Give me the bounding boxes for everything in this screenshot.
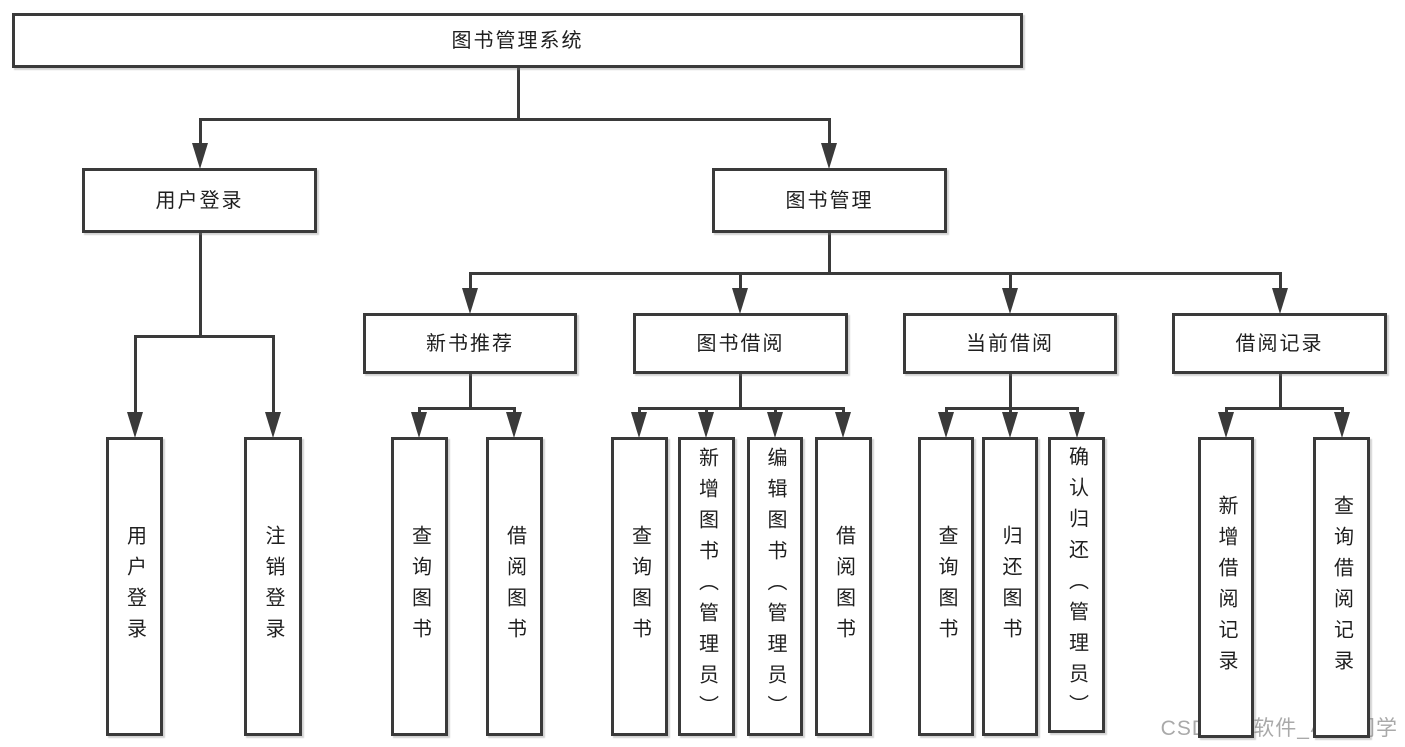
node-label-leaf-add-book: 新增图书（管理员）: [695, 447, 718, 726]
connector-line: [133, 335, 137, 419]
node-leaf-edit-book: 编辑图书（管理员）: [747, 437, 803, 736]
connector-line: [468, 272, 472, 295]
node-label-leaf-borrow-book-1: 借阅图书: [503, 524, 526, 649]
node-label-leaf-logout: 注销登录: [262, 524, 284, 649]
connector-line: [468, 374, 472, 410]
node-label-new-book-recommend: 新书推荐: [426, 332, 514, 355]
node-label-leaf-query-record: 查询借阅记录: [1330, 494, 1353, 681]
node-leaf-query-book-2: 查询图书: [611, 437, 668, 736]
arrow-down-icon: [1002, 288, 1018, 314]
arrow-down-icon: [732, 288, 748, 314]
node-label-user-login: 用户登录: [155, 189, 244, 212]
arrow-down-icon: [265, 412, 281, 438]
arrow-down-icon: [411, 412, 427, 438]
connector-line: [944, 407, 1079, 410]
node-leaf-borrow-book-2: 借阅图书: [815, 437, 872, 736]
connector-line: [1278, 272, 1282, 295]
node-label-leaf-query-book-3: 查询图书: [935, 524, 957, 649]
arrow-down-icon: [1002, 412, 1018, 438]
connector-line: [827, 233, 831, 275]
node-leaf-return-book: 归还图书: [982, 437, 1038, 736]
arrow-down-icon: [631, 412, 647, 438]
node-label-leaf-edit-book: 编辑图书（管理员）: [764, 447, 786, 726]
node-leaf-add-book: 新增图书（管理员）: [678, 437, 735, 736]
connector-line: [271, 335, 275, 419]
node-label-root: 图书管理系统: [451, 29, 584, 52]
connector-line: [516, 68, 520, 121]
connector-line: [1224, 407, 1344, 410]
node-label-book-mgmt: 图书管理: [785, 189, 874, 212]
node-leaf-query-book-3: 查询图书: [918, 437, 974, 736]
node-label-book-borrow: 图书借阅: [696, 332, 785, 355]
connector-line: [738, 272, 742, 295]
node-leaf-query-record: 查询借阅记录: [1313, 437, 1370, 738]
node-book-mgmt: 图书管理: [712, 168, 947, 233]
node-leaf-confirm-return: 确认归还（管理员）: [1048, 437, 1105, 733]
arrow-down-icon: [127, 412, 143, 438]
arrow-down-icon: [835, 412, 851, 438]
connector-line: [133, 335, 275, 338]
node-label-leaf-query-book-1: 查询图书: [408, 524, 431, 649]
connector-line: [198, 233, 202, 338]
node-label-leaf-add-record: 新增借阅记录: [1215, 494, 1237, 681]
arrow-down-icon: [1334, 412, 1350, 438]
connector-line: [417, 407, 516, 410]
arrow-down-icon: [767, 412, 783, 438]
node-leaf-logout: 注销登录: [244, 437, 302, 736]
node-label-leaf-borrow-book-2: 借阅图书: [832, 524, 855, 649]
node-label-leaf-user-login: 用户登录: [123, 524, 146, 649]
arrow-down-icon: [1069, 412, 1085, 438]
connector-line: [198, 118, 202, 150]
connector-line: [1008, 272, 1012, 295]
connector-line: [1278, 374, 1282, 410]
node-leaf-add-record: 新增借阅记录: [1198, 437, 1254, 738]
node-label-borrow-records: 借阅记录: [1235, 332, 1324, 355]
node-leaf-query-book-1: 查询图书: [391, 437, 448, 736]
arrow-down-icon: [1218, 412, 1234, 438]
node-leaf-borrow-book-1: 借阅图书: [486, 437, 543, 736]
node-label-leaf-confirm-return: 确认归还（管理员）: [1065, 445, 1088, 725]
arrow-down-icon: [698, 412, 714, 438]
node-user-login: 用户登录: [82, 168, 317, 233]
connector-line: [637, 407, 845, 410]
arrow-down-icon: [938, 412, 954, 438]
connector-line: [827, 118, 831, 150]
arrow-down-icon: [506, 412, 522, 438]
node-current-borrow: 当前借阅: [903, 313, 1117, 374]
arrow-down-icon: [821, 143, 837, 169]
node-label-leaf-return-book: 归还图书: [999, 524, 1021, 649]
node-label-leaf-query-book-2: 查询图书: [628, 524, 651, 649]
node-root: 图书管理系统: [12, 13, 1023, 68]
node-borrow-records: 借阅记录: [1172, 313, 1387, 374]
node-book-borrow: 图书借阅: [633, 313, 848, 374]
arrow-down-icon: [462, 288, 478, 314]
connector-line: [468, 272, 1282, 275]
connector-line: [1008, 374, 1012, 410]
connector-line: [738, 374, 742, 410]
node-new-book-recommend: 新书推荐: [363, 313, 577, 374]
arrow-down-icon: [1272, 288, 1288, 314]
connector-line: [198, 118, 831, 121]
arrow-down-icon: [192, 143, 208, 169]
node-leaf-user-login: 用户登录: [106, 437, 163, 736]
node-label-current-borrow: 当前借阅: [966, 332, 1054, 355]
